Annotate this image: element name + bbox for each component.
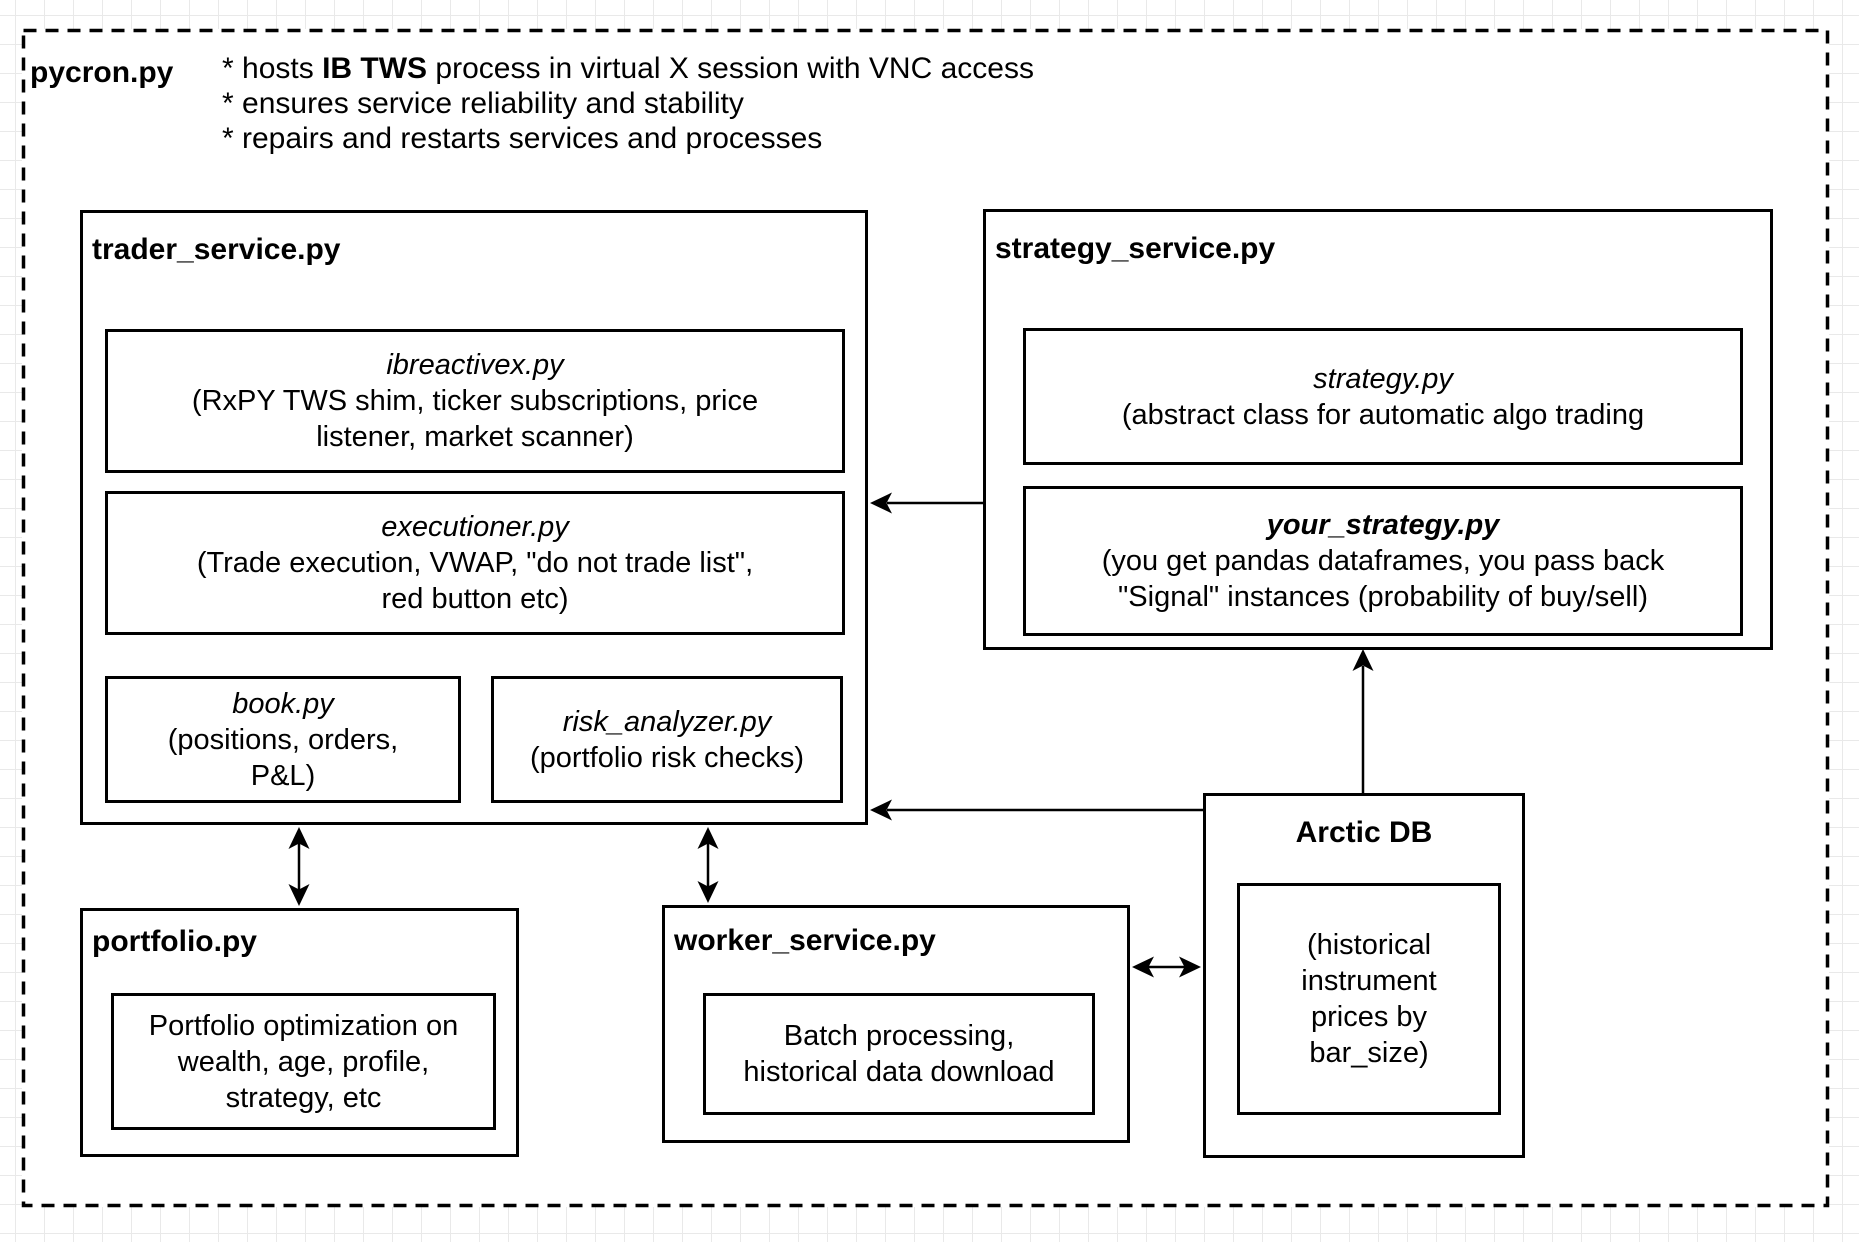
executioner-desc-line: (Trade execution, VWAP, "do not trade li… [196, 547, 754, 579]
portfolio-desc-line: Portfolio optimization on [148, 1009, 459, 1042]
executioner-module: executioner.py (Trade execution, VWAP, "… [105, 491, 845, 635]
trader-service-box: trader_service.py ibreactivex.py (RxPY T… [80, 210, 868, 825]
worker-desc-line: historical data download [743, 1056, 1055, 1088]
arctic-db-label: Arctic DB [1295, 816, 1433, 849]
ibreactivex-title: ibreactivex.py [386, 349, 564, 381]
strategy-desc-line: (abstract class for automatic algo tradi… [1121, 398, 1645, 431]
ibreactivex-desc-line: (RxPY TWS shim, ticker subscriptions, pr… [191, 385, 759, 417]
bullet-text-bold: IB TWS [322, 52, 428, 85]
book-desc-line: P&L) [250, 759, 316, 792]
pycron-label: pycron.py [30, 56, 174, 89]
arctic-db-box: Arctic DB (historical instrument prices … [1203, 793, 1525, 1158]
arctic-desc-line: prices by [1310, 1001, 1428, 1033]
arctic-desc-line: (historical [1306, 929, 1432, 961]
worker-body-module: Batch processing, historical data downlo… [703, 993, 1095, 1115]
worker-service-label: worker_service.py [674, 924, 936, 957]
book-module: book.py (positions, orders, P&L) [105, 676, 461, 803]
arctic-body-module: (historical instrument prices by bar_siz… [1237, 883, 1501, 1115]
pycron-bullets: * hosts IB TWS process in virtual X sess… [222, 51, 1034, 156]
portfolio-box: portfolio.py Portfolio optimization on w… [80, 908, 519, 1157]
risk-analyzer-title: risk_analyzer.py [562, 705, 772, 738]
portfolio-desc-line: wealth, age, profile, [177, 1045, 430, 1078]
risk-analyzer-desc-line: (portfolio risk checks) [530, 741, 804, 774]
risk-analyzer-module: risk_analyzer.py (portfolio risk checks) [491, 676, 843, 803]
strategy-service-label: strategy_service.py [995, 232, 1276, 265]
your-strategy-desc-line: (you get pandas dataframes, you pass bac… [1101, 545, 1665, 577]
book-title: book.py [232, 687, 334, 720]
pycron-bullet-repairs: * repairs and restarts services and proc… [222, 122, 823, 155]
strategy-title: strategy.py [1313, 362, 1453, 395]
strategy-service-box: strategy_service.py strategy.py (abstrac… [983, 209, 1773, 650]
portfolio-desc-line: strategy, etc [225, 1081, 382, 1114]
arctic-desc-line: instrument [1301, 965, 1437, 997]
arctic-desc-line: bar_size) [1309, 1037, 1429, 1069]
pycron-bullet-hosts: * hosts IB TWS process in virtual X sess… [222, 51, 1034, 86]
worker-desc-line: Batch processing, [783, 1020, 1015, 1052]
executioner-title: executioner.py [381, 511, 569, 543]
worker-service-box: worker_service.py Batch processing, hist… [662, 905, 1130, 1143]
pycron-bullet-reliability: * ensures service reliability and stabil… [222, 87, 744, 120]
bullet-text-prefix: * hosts [222, 52, 323, 85]
portfolio-label: portfolio.py [92, 925, 257, 958]
strategy-module: strategy.py (abstract class for automati… [1023, 328, 1743, 465]
trader-service-label: trader_service.py [92, 233, 341, 266]
your-strategy-title: your_strategy.py [1266, 509, 1500, 541]
bullet-text-suffix: process in virtual X session with VNC ac… [427, 52, 1034, 85]
ibreactivex-desc-line: listener, market scanner) [316, 421, 634, 453]
ibreactivex-module: ibreactivex.py (RxPY TWS shim, ticker su… [105, 329, 845, 473]
book-desc-line: (positions, orders, [167, 723, 399, 756]
executioner-desc-line: red button etc) [381, 583, 569, 615]
your-strategy-module: your_strategy.py (you get pandas datafra… [1023, 486, 1743, 636]
your-strategy-desc-line: "Signal" instances (probability of buy/s… [1118, 581, 1648, 613]
portfolio-body-module: Portfolio optimization on wealth, age, p… [111, 993, 496, 1130]
